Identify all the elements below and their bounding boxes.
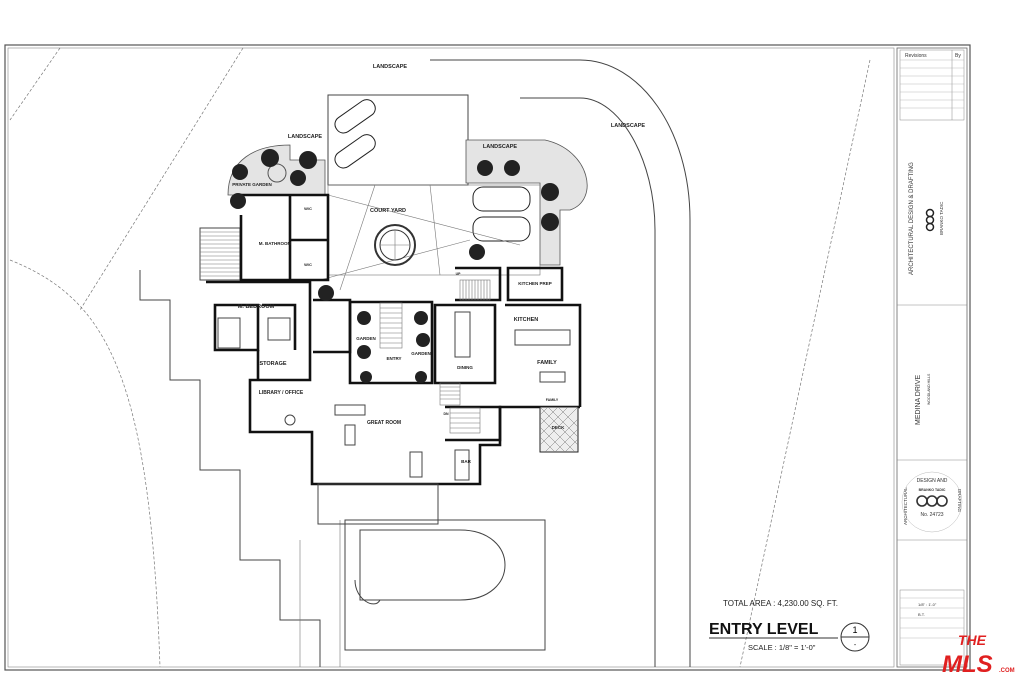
- drawing-border: [7, 47, 895, 668]
- tree-icon: [230, 149, 559, 383]
- label-court-yard: COURT YARD: [370, 208, 406, 214]
- label-wc-1: W/C: [304, 206, 312, 211]
- drawing-title: ENTRY LEVEL: [709, 621, 819, 638]
- label-bar: BAR: [461, 459, 471, 464]
- project-name: MEDINA DRIVE: [915, 374, 922, 425]
- seal-right: DRAFTING: [957, 489, 962, 512]
- firm-logo: [925, 208, 935, 232]
- sheet-sub: -: [854, 642, 857, 649]
- watermark-line1: THE: [958, 632, 987, 648]
- label-landscape-top: LANDSCAPE: [373, 64, 408, 70]
- label-great-room: GREAT ROOM: [367, 420, 401, 426]
- drawn-by: B.T.: [918, 612, 925, 617]
- seal-name: BRANKO TADIC: [919, 488, 946, 492]
- title-block: Revisions By ARCHITECTURAL DESIGN & DRAF…: [896, 47, 968, 668]
- revisions-header: Revisions: [905, 53, 927, 59]
- label-m-bedroom: M. BEDROOM: [238, 304, 275, 310]
- label-entry: ENTRY: [386, 356, 401, 361]
- landscape-planter: [465, 139, 588, 266]
- label-landscape-planter: LANDSCAPE: [483, 144, 518, 150]
- mls-watermark: THE MLS .COM: [942, 632, 1015, 678]
- label-dn: DN: [443, 412, 449, 416]
- label-dining: DINING: [457, 365, 473, 370]
- label-landscape-left: LANDSCAPE: [288, 134, 323, 140]
- label-library-office: LIBRARY / OFFICE: [259, 390, 304, 396]
- label-family-small: FAMILY: [546, 398, 559, 402]
- label-garden-right: GARDEN: [411, 351, 431, 356]
- sheet-number: 1: [852, 625, 857, 635]
- label-deck: DECK: [552, 425, 566, 430]
- designer-name: BRANKO TADIC: [939, 201, 944, 235]
- project-location: WOODLAND HILLS: [927, 373, 931, 405]
- seal-number: No. 24723: [920, 512, 943, 518]
- label-m-bathroom: M. BATHROOM: [259, 241, 292, 246]
- by-header: By: [955, 53, 961, 59]
- site-lines: [9, 47, 871, 668]
- total-area: TOTAL AREA : 4,230.00 SQ. FT.: [723, 599, 838, 608]
- sheet-border: [4, 44, 971, 671]
- watermark-line3: .COM: [999, 668, 1015, 674]
- watermark-line2: MLS: [942, 651, 993, 678]
- label-private-garden: PRIVATE GARDEN: [232, 182, 272, 187]
- label-wc-2: W/C: [304, 262, 312, 267]
- interior-stairs: [379, 279, 491, 434]
- driveway: [327, 94, 469, 186]
- deck: [539, 406, 579, 453]
- label-kitchen-prep: KITCHEN PREP: [518, 281, 552, 286]
- furniture: [217, 311, 571, 481]
- label-storage: STORAGE: [259, 361, 286, 367]
- label-kitchen: KITCHEN: [514, 317, 538, 323]
- exterior-stairs: [199, 227, 241, 281]
- label-garden-left: GARDEN: [356, 336, 376, 341]
- label-family: FAMILY: [537, 360, 557, 366]
- label-up: UP: [456, 272, 462, 276]
- seal-top: DESIGN AND: [917, 478, 948, 484]
- lower-terrace: [317, 483, 546, 651]
- drawing-scale: SCALE : 1/8" = 1'-0": [748, 643, 816, 652]
- parked-car: [334, 99, 531, 242]
- seal-left: ARCHITECTURAL: [903, 487, 908, 525]
- label-landscape-right: LANDSCAPE: [611, 123, 646, 129]
- architect-seal: DESIGN AND ARCHITECTURAL DRAFTING BRANKO…: [901, 471, 963, 533]
- scale-value: 1/8" : 1'-0": [918, 602, 937, 607]
- firm-name: ARCHITECTURAL DESIGN & DRAFTING: [909, 162, 915, 275]
